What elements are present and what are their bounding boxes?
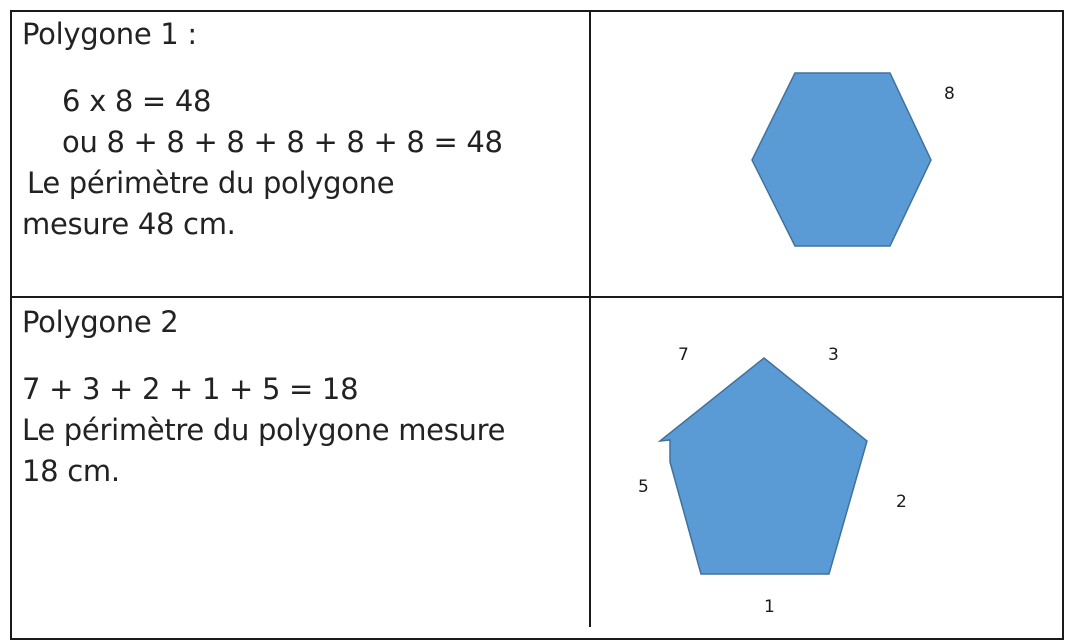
pentagon-label-right: 2 xyxy=(896,492,907,512)
pentagon-shape xyxy=(657,357,868,575)
polygon1-conclusion-line2: mesure 48 cm. xyxy=(22,207,236,241)
hexagon-side-label: 8 xyxy=(944,84,955,104)
shapes-canvas xyxy=(657,72,932,575)
pentagon-label-left: 5 xyxy=(638,477,649,497)
table-row-divider xyxy=(10,296,1064,298)
polygon1-addition: ou 8 + 8 + 8 + 8 + 8 + 8 = 48 xyxy=(62,125,503,159)
polygon2-text-cell: Polygone 2 7 + 3 + 2 + 1 + 5 = 18 Le pér… xyxy=(22,302,505,492)
polygon2-addition: 7 + 3 + 2 + 1 + 5 = 18 xyxy=(22,372,359,406)
hexagon-shape xyxy=(751,72,932,247)
polygon2-conclusion-line1: Le périmètre du polygone mesure xyxy=(22,413,506,447)
polygon1-text-cell: Polygone 1 : 6 x 8 = 48 ou 8 + 8 + 8 + 8… xyxy=(22,14,503,245)
table-column-divider xyxy=(589,10,591,627)
pentagon-label-top-right: 3 xyxy=(828,345,839,365)
polygon1-conclusion-line1: Le périmètre du polygone xyxy=(27,166,395,200)
pentagon-label-top-left: 7 xyxy=(678,345,689,365)
polygon2-title: Polygone 2 xyxy=(22,305,179,339)
polygon1-multiplication: 6 x 8 = 48 xyxy=(62,84,212,118)
pentagon-label-bottom: 1 xyxy=(764,597,775,617)
polygon2-conclusion-line2: 18 cm. xyxy=(22,454,120,488)
polygon1-title: Polygone 1 : xyxy=(22,17,197,51)
